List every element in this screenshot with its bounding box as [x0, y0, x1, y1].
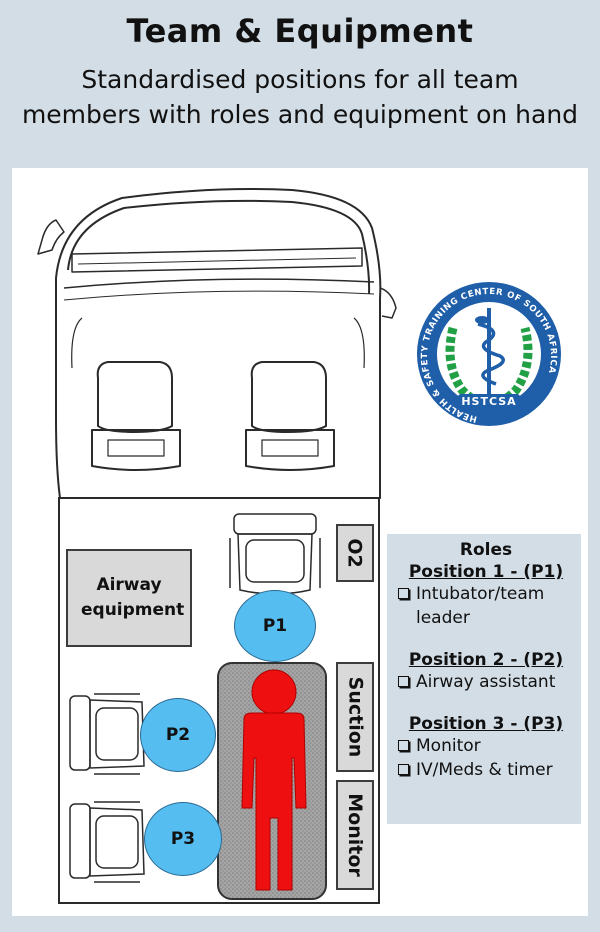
logo-abbr: HSTCSA	[461, 395, 517, 408]
position-p3-label: P3	[170, 829, 196, 849]
p3-seat-drawing	[69, 801, 145, 883]
position-p3-marker: P3	[144, 802, 222, 876]
airway-equipment-label: Airway equipment	[81, 575, 185, 620]
role-text: Intubator/team leader	[416, 584, 545, 628]
page-subtitle: Standardised positions for all team memb…	[21, 65, 579, 129]
ambulance-cab-drawing	[37, 188, 397, 499]
position-2-heading: Position 2 - (P2)	[408, 650, 564, 670]
position-p1-label: P1	[262, 616, 288, 636]
ambulance-layout-drawing	[37, 188, 561, 904]
suction-box: Suction	[336, 662, 374, 772]
airway-equipment-box: Airway equipment	[66, 549, 192, 647]
monitor-label: Monitor	[344, 793, 367, 877]
checkbox-icon	[398, 676, 409, 687]
role-text: Airway assistant	[416, 672, 556, 692]
monitor-box: Monitor	[336, 780, 374, 890]
p2-seat-drawing	[69, 693, 145, 775]
role-text: IV/Meds & timer	[416, 760, 553, 780]
page-title: Team & Equipment	[126, 12, 474, 50]
patient-figure	[241, 669, 307, 891]
checkbox-icon	[398, 588, 409, 599]
o2-box: O2	[336, 524, 374, 582]
role-item: Intubator/team leader	[397, 582, 575, 630]
suction-label: Suction	[344, 676, 366, 758]
position-3-heading: Position 3 - (P3)	[408, 714, 564, 734]
o2-label: O2	[344, 538, 366, 568]
hstcsa-logo	[417, 282, 561, 426]
checkbox-icon	[398, 740, 409, 751]
roles-panel: Roles Position 1 - (P1) Intubator/team l…	[387, 534, 581, 824]
role-item: Airway assistant	[397, 670, 575, 694]
checkbox-icon	[398, 764, 409, 775]
p1-seat-drawing	[229, 513, 321, 595]
position-1-heading: Position 1 - (P1)	[408, 562, 564, 582]
position-p2-label: P2	[165, 725, 191, 745]
position-p2-marker: P2	[140, 698, 216, 772]
rear-compartment-outline	[58, 497, 380, 904]
roles-title: Roles	[459, 540, 513, 560]
role-text: Monitor	[416, 736, 481, 756]
role-item: Monitor	[397, 734, 575, 758]
role-item: IV/Meds & timer	[397, 758, 575, 782]
position-p1-marker: P1	[234, 590, 316, 662]
